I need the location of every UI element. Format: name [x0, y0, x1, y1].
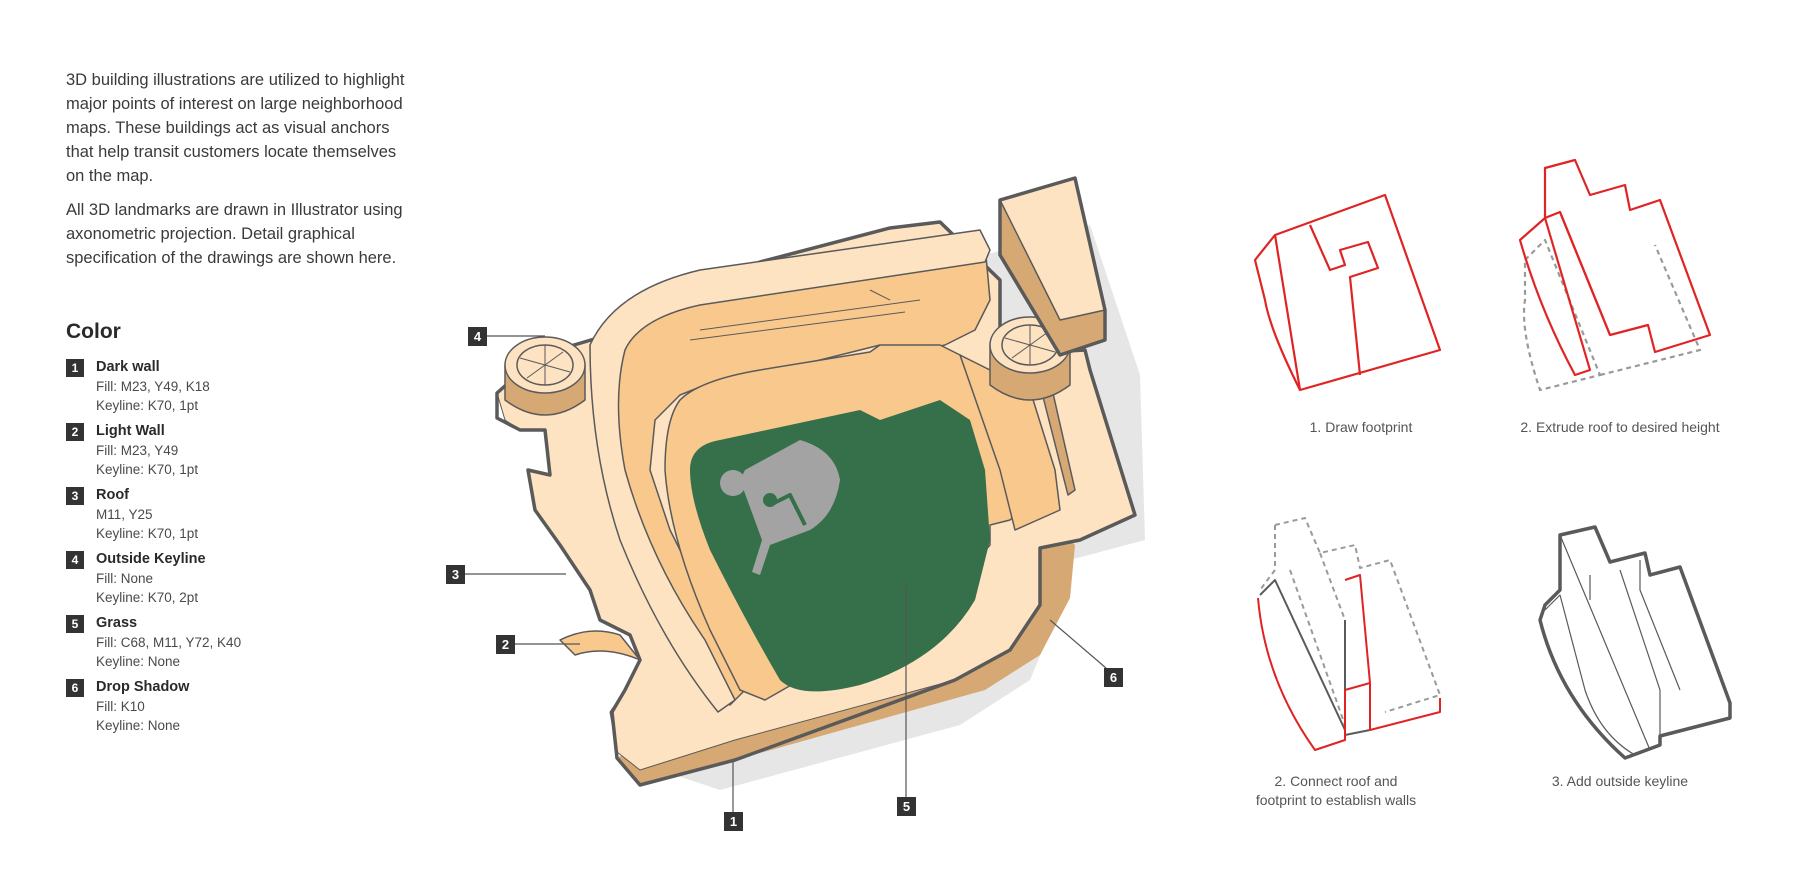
- legend-item-drop-shadow: 6 Drop Shadow Fill: K10 Keyline: None: [66, 678, 366, 742]
- callout-badge-1: 1: [724, 812, 743, 831]
- intro-paragraph-1: 3D building illustrations are utilized t…: [66, 71, 405, 185]
- callout-badge-5: 5: [897, 797, 916, 816]
- color-legend: 1 Dark wall Fill: M23, Y49, K18 Keyline:…: [66, 358, 366, 742]
- legend-item-name: Light Wall: [96, 423, 165, 439]
- intro-paragraph-2: All 3D landmarks are drawn in Illustrato…: [66, 201, 403, 267]
- legend-item-roof: 3 Roof M11, Y25 Keyline: K70, 1pt: [66, 486, 366, 550]
- step-2-caption: 2. Extrude roof to desired height: [1520, 419, 1720, 435]
- legend-item-keyline: Keyline: None: [96, 718, 181, 733]
- step-3-caption: 2. Connect roof and footprint to establi…: [1206, 772, 1466, 810]
- intro-text: 3D building illustrations are utilized t…: [66, 68, 411, 280]
- svg-text:2: 2: [502, 637, 509, 652]
- step-1-caption: 1. Draw footprint: [1309, 419, 1413, 435]
- legend-number-badge: 6: [66, 679, 84, 697]
- callouts: [465, 335, 1107, 812]
- svg-text:6: 6: [1110, 670, 1117, 685]
- step-4-caption: 3. Add outside keyline: [1551, 773, 1689, 789]
- baseball-diamond-icon: [720, 440, 840, 575]
- legend-item-dark-wall: 1 Dark wall Fill: M23, Y49, K18 Keyline:…: [66, 358, 366, 422]
- legend-item-keyline: Keyline: K70, 1pt: [96, 526, 199, 541]
- callout-badge-4: 4: [468, 327, 487, 346]
- legend-item-name: Grass: [96, 615, 138, 631]
- legend-item-fill: Fill: K10: [96, 699, 145, 714]
- svg-text:3: 3: [452, 567, 459, 582]
- legend-item-keyline: Keyline: K70, 2pt: [96, 590, 199, 605]
- legend-title: Color: [66, 320, 121, 343]
- step-2-extrude: [1518, 158, 1712, 392]
- svg-text:1: 1: [730, 814, 737, 829]
- svg-text:4: 4: [474, 329, 482, 344]
- legend-number-badge: 4: [66, 551, 84, 569]
- legend-item-light-wall: 2 Light Wall Fill: M23, Y49 Keyline: K70…: [66, 422, 366, 486]
- step-4-outside-keyline: [1538, 525, 1732, 760]
- step-1-footprint: [1253, 193, 1442, 392]
- legend-item-outside-keyline: 4 Outside Keyline Fill: None Keyline: K7…: [66, 550, 366, 614]
- legend-item-fill: M11, Y25: [96, 507, 153, 522]
- legend-item-fill: Fill: M23, Y49: [96, 443, 179, 458]
- legend-item-name: Outside Keyline: [96, 551, 206, 567]
- stands-upper-ring: [589, 229, 991, 713]
- legend-item-grass: 5 Grass Fill: C68, M11, Y72, K40 Keyline…: [66, 614, 366, 678]
- legend-number-badge: 5: [66, 615, 84, 633]
- legend-number-badge: 2: [66, 423, 84, 441]
- legend-item-fill: Fill: None: [96, 571, 154, 586]
- legend-item-fill: Fill: C68, M11, Y72, K40: [96, 635, 242, 650]
- legend-item-fill: Fill: M23, Y49, K18: [96, 379, 210, 394]
- callout-badge-2: 2: [496, 635, 515, 654]
- right-pillar: [989, 316, 1071, 401]
- legend-item-keyline: Keyline: K70, 1pt: [96, 462, 199, 477]
- legend-item-name: Roof: [96, 487, 130, 503]
- tall-building-block: [998, 176, 1107, 357]
- legend-item-name: Dark wall: [96, 359, 160, 375]
- legend-number-badge: 1: [66, 359, 84, 377]
- legend-number-badge: 3: [66, 487, 84, 505]
- step-3-caption-line-2: footprint to establish walls: [1255, 792, 1417, 808]
- legend-item-name: Drop Shadow: [96, 679, 190, 695]
- legend-item-keyline: Keyline: None: [96, 654, 181, 669]
- legend-item-keyline: Keyline: K70, 1pt: [96, 398, 199, 413]
- step-3-connect-walls: [1257, 517, 1441, 751]
- step-3-caption-line-1: 2. Connect roof and: [1274, 773, 1398, 789]
- svg-text:5: 5: [903, 799, 910, 814]
- stadium-illustration: [495, 176, 1137, 787]
- callout-badge-6: 6: [1104, 668, 1123, 687]
- left-pillar: [504, 336, 586, 416]
- left-notch-wall: [559, 630, 641, 661]
- callout-badge-3: 3: [446, 565, 465, 584]
- stadium-outside-keyline: [495, 220, 1137, 787]
